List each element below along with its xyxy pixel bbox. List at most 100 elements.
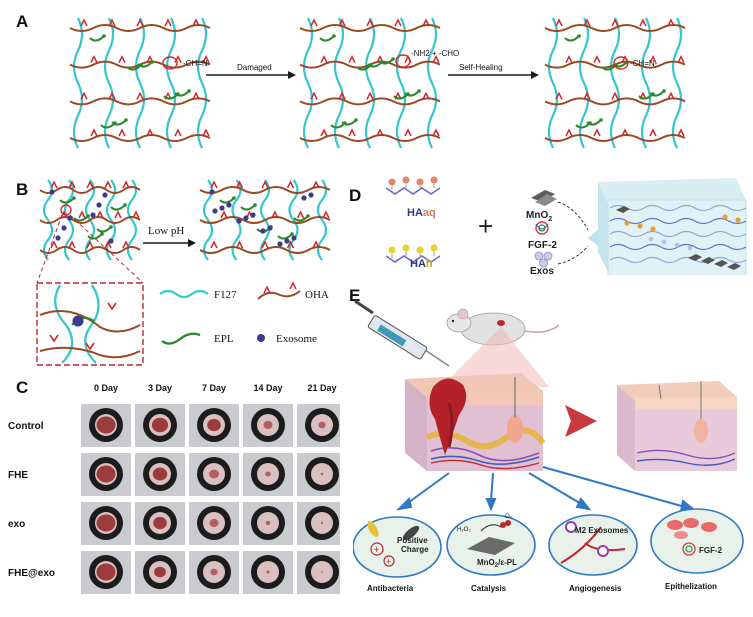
legend-oha-swatch (257, 290, 301, 300)
zoom-line-left (36, 214, 63, 284)
epl-node (109, 225, 113, 229)
oha-strand (299, 134, 441, 142)
hydrogel-cube (598, 178, 747, 275)
hah-chain (385, 244, 441, 263)
fgf2-dot (624, 220, 630, 226)
oha-strand (544, 134, 686, 142)
epl-link (59, 197, 75, 204)
catalysis-h2o2-label: H₂O₂ (457, 527, 471, 533)
epl-link (73, 215, 89, 222)
oha-strand (69, 134, 211, 142)
catalysis-inner-label: MnO2/ε-PL (477, 558, 517, 569)
epl-node (577, 34, 581, 38)
oha-aldehyde-tip (286, 180, 295, 189)
oha-aldehyde-tip (565, 128, 573, 137)
exos-dot (661, 239, 667, 245)
wound-area (152, 467, 168, 481)
oha-aldehyde-tip (220, 210, 228, 219)
oha-aldehyde-tip (310, 91, 318, 100)
wound-area (151, 417, 169, 433)
arrow-self-healing-head (531, 71, 539, 79)
dashed-arrow-top (557, 201, 589, 231)
epl-link (219, 197, 235, 204)
oha-aldehyde-tip (677, 128, 685, 137)
exos-dot (687, 245, 693, 251)
panel-a-self-healing-diagram: -CH=N- Damaged -NH2 + -CHO Self-Healing … (69, 17, 686, 149)
syringe-icon (354, 299, 450, 367)
oha-aldehyde-tip (104, 240, 112, 249)
oha-aldehyde-tip (366, 18, 374, 27)
oha-aldehyde-tip (68, 240, 76, 249)
epithelization-inner-label: FGF-2 (699, 546, 723, 555)
bond-label-2: -NH2 + -CHO (411, 49, 459, 58)
zoom-line-right (69, 214, 144, 284)
wound-area (96, 465, 116, 483)
oha-strand (544, 97, 686, 106)
wound-area (263, 420, 273, 430)
exosome-dot (277, 241, 283, 247)
angiogenesis-title: Angiogenesis (569, 584, 622, 593)
mno2-sheet (714, 260, 728, 267)
arrow-damaged-label: Damaged (237, 63, 272, 72)
oha-aldehyde-tip (376, 128, 384, 137)
oha-aldehyde-tip (639, 18, 647, 27)
f127-strand (671, 17, 683, 149)
angiogenesis-circle: M2 Exosomes Angiogenesis (548, 514, 638, 593)
oha-aldehyde-tip (78, 210, 86, 219)
exosome-dot (209, 189, 215, 195)
epl-node (332, 34, 336, 38)
exosome-dot (219, 205, 225, 211)
epl-node (124, 118, 128, 122)
arrow-low-ph-label: Low pH (148, 225, 184, 237)
fgf2-dot (650, 226, 656, 232)
oha-aldehyde-tip (348, 54, 356, 64)
oha-aldehyde-tip (50, 240, 58, 249)
gel-polymer (609, 256, 747, 264)
side-group (388, 178, 396, 186)
wound-area (265, 471, 271, 477)
oha-aldehyde-tip (611, 91, 619, 100)
oha-strand (299, 24, 441, 32)
oha-aldehyde-tip (210, 180, 218, 189)
epl-link (293, 215, 309, 222)
oha-aldehyde-tip (593, 54, 601, 64)
oha-aldehyde-tip (667, 91, 675, 100)
exosome-dot (243, 215, 249, 221)
bond-highlight-3 (613, 56, 629, 70)
mno2-label: MnO2 (526, 210, 552, 223)
fgf2-label: FGF-2 (528, 240, 557, 251)
oha-aldehyde-tip (621, 128, 629, 137)
wound-area (154, 566, 166, 578)
epl-node (100, 232, 104, 236)
side-group (430, 244, 438, 252)
fgf2-dot (735, 217, 741, 223)
oha-aldehyde-tip (593, 128, 601, 137)
oha-aldehyde-tip (122, 180, 130, 189)
mno2-sheet (727, 263, 741, 270)
day-header: 21 Day (307, 383, 336, 393)
oha-aldehyde-tip (649, 128, 657, 137)
fgf2-icon (682, 542, 696, 556)
bond-highlight-1 (162, 56, 178, 70)
day-header: 0 Day (94, 383, 118, 393)
network-damaged (299, 17, 441, 149)
oha-aldehyde-tip (90, 54, 98, 64)
oha-aldehyde-tip (310, 18, 318, 27)
oha-aldehyde-tip (104, 180, 112, 189)
day-header: 7 Day (202, 383, 226, 393)
f127-strand (578, 17, 590, 149)
f127-strand (134, 17, 146, 149)
oha-aldehyde-tip (96, 210, 104, 219)
f127-strand (395, 17, 407, 149)
oha-strand (199, 246, 331, 254)
group-label: FHE@exo (8, 568, 55, 579)
oha-aldehyde-tip (192, 18, 200, 27)
zoom-highlight (60, 204, 72, 216)
oha-aldehyde-tip (312, 180, 320, 189)
epl-node (306, 214, 310, 218)
f127-strand (231, 179, 242, 261)
f127-strand (333, 17, 345, 149)
oha-aldehyde-tip (320, 128, 328, 137)
oha-aldehyde-tip (122, 240, 130, 249)
